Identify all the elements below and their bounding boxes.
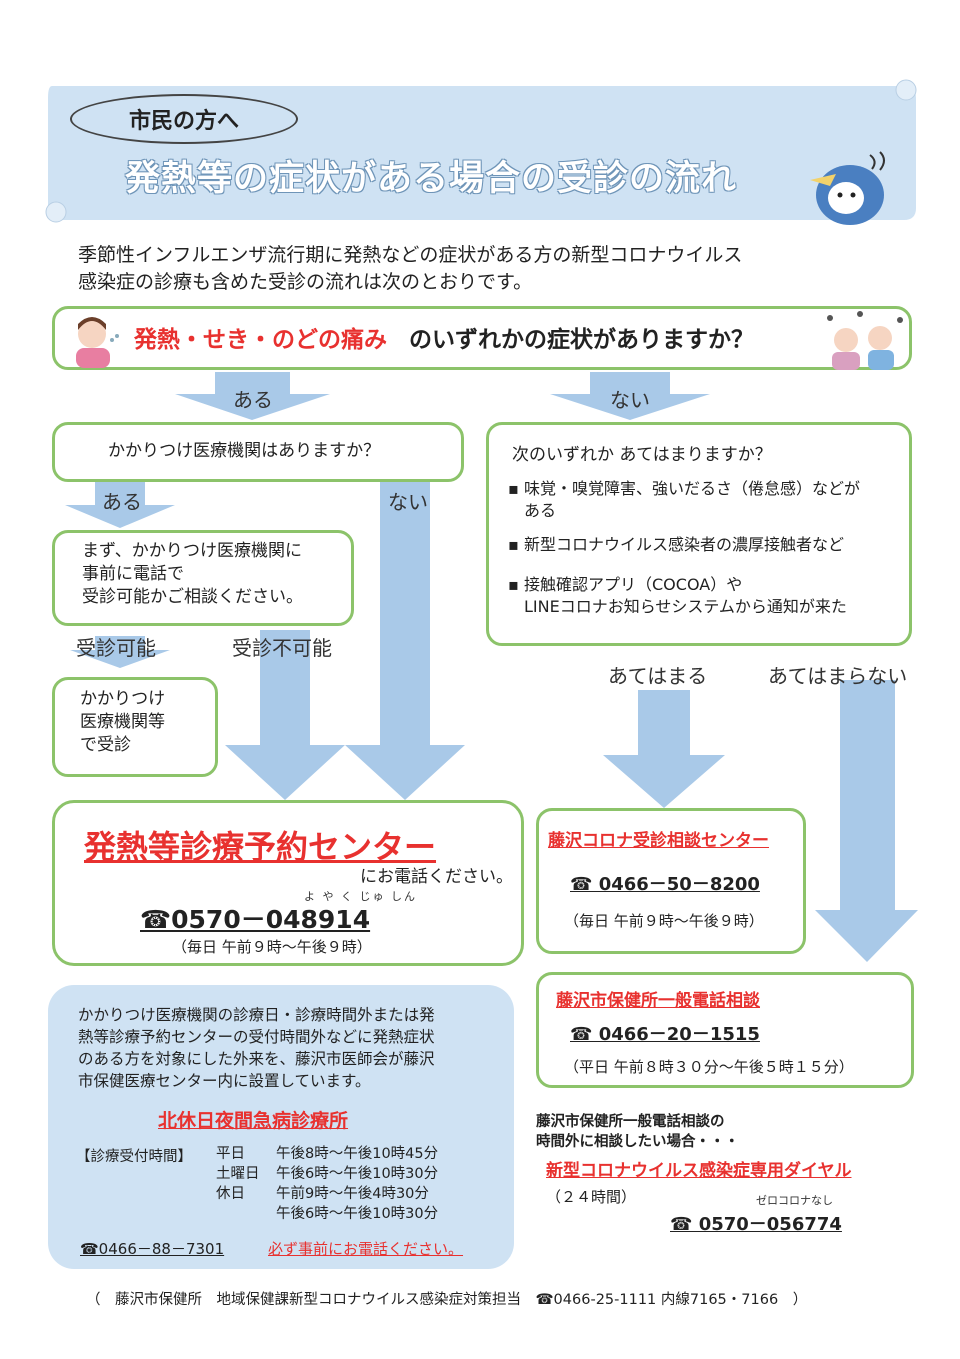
label-yes: ある bbox=[233, 388, 273, 412]
condition-line: 味覚・嗅覚障害、強いだるさ（倦怠感）などが bbox=[524, 479, 861, 498]
hours-time: 午後8時～午後10時45分 bbox=[276, 1146, 439, 1162]
description-line: かかりつけ医療機関の診療日・診療時間外または発 bbox=[78, 1006, 435, 1024]
advice-line: 受診可能かご相談ください。 bbox=[82, 587, 303, 607]
condition-item: ▪ 新型コロナウイルス感染者の濃厚接触者など bbox=[508, 535, 845, 554]
corona-center-box bbox=[536, 808, 806, 954]
advice-line: 事前に電話で bbox=[82, 564, 184, 584]
health-office-phone[interactable]: ☎ 0466－20－1515 bbox=[570, 1024, 760, 1045]
night-clinic-name: 北休日夜間急病診療所 bbox=[158, 1110, 349, 1132]
hours-day: 土曜日 bbox=[216, 1166, 260, 1182]
clinic-question-box bbox=[52, 422, 464, 482]
night-clinic-hours-table: 平日午後8時～午後10時45分 土曜日午後6時～午後10時30分 休日午前9時～… bbox=[216, 1144, 438, 1224]
condition-line: LINEコロナお知らせシステムから通知が来た bbox=[524, 597, 847, 616]
corona-center-hours: （毎日 午前９時～午後９時） bbox=[564, 912, 764, 930]
after-hours-line: 時間外に相談したい場合・・・ bbox=[536, 1134, 739, 1150]
night-clinic-panel bbox=[48, 985, 514, 1269]
condition-line: 新型コロナウイルス感染者の濃厚接触者など bbox=[524, 535, 845, 554]
symptom-question-box bbox=[52, 306, 912, 370]
label-can-visit: 受診可能 bbox=[76, 636, 156, 660]
condition-line: 接触確認アプリ（COCOA）や bbox=[524, 575, 743, 594]
hours-row: 平日 午後8時～午後10時45分 bbox=[216, 1144, 438, 1164]
audience-tag: 市民の方へ bbox=[70, 94, 298, 144]
symptom-question-text: のいずれかの症状がありますか？ bbox=[409, 327, 755, 353]
hours-day: 平日 bbox=[216, 1146, 245, 1162]
label-no-clinic: ない bbox=[388, 490, 428, 514]
fever-center-name: 発熱等診療予約センター bbox=[84, 828, 437, 866]
symptom-list: 発熱・せき・のどの痛み bbox=[134, 327, 387, 353]
description-line: のある方を対象にした外来を、藤沢市医師会が藤沢 bbox=[78, 1050, 435, 1068]
hours-row: 土曜日午後6時～午後10時30分 bbox=[216, 1164, 438, 1184]
fever-center-call: にお電話ください。 bbox=[360, 867, 513, 887]
hours-day: 休日 bbox=[216, 1186, 245, 1202]
fever-center-phone[interactable]: ☎0570－048914 bbox=[140, 905, 371, 934]
hours-time: 午前9時～午後4時30分 bbox=[276, 1186, 429, 1202]
intro-line: 季節性インフルエンザ流行期に発熱などの症状がある方の新型コロナウイルス bbox=[78, 244, 743, 266]
covid-dial-name: 新型コロナウイルス感染症専用ダイヤル bbox=[546, 1161, 852, 1181]
hours-row: 休日 午前9時～午後4時30分 bbox=[216, 1184, 438, 1204]
condition-question: 次のいずれか あてはまりますか？ bbox=[512, 445, 772, 465]
label-no: ない bbox=[610, 388, 650, 412]
advice-text: まず、かかりつけ医療機関に 事前に電話で 受診可能かご相談ください。 bbox=[82, 540, 303, 609]
label-applies: あてはまる bbox=[608, 664, 708, 688]
after-hours-intro: 藤沢市保健所一般電話相談の 時間外に相談したい場合・・・ bbox=[536, 1112, 739, 1152]
hours-day bbox=[216, 1204, 276, 1224]
health-office-hours: （平日 午前８時３０分～午後５時１５分） bbox=[564, 1058, 854, 1076]
advice-line: まず、かかりつけ医療機関に bbox=[82, 541, 302, 561]
visit-clinic-text: かかりつけ 医療機関等 で受診 bbox=[80, 688, 165, 757]
night-clinic-hours-label: 【診療受付時間】 bbox=[76, 1149, 192, 1165]
page-title: 発熱等の症状がある場合の受診の流れ bbox=[125, 159, 738, 199]
hours-row: 午後6時～午後10時30分 bbox=[216, 1204, 438, 1224]
health-office-box bbox=[536, 972, 914, 1088]
visit-line: 医療機関等 bbox=[80, 712, 165, 732]
corona-center-name: 藤沢コロナ受診相談センター bbox=[548, 831, 769, 851]
after-hours-line: 藤沢市保健所一般電話相談の bbox=[536, 1114, 725, 1130]
night-clinic-description: かかりつけ医療機関の診療日・診療時間外または発 熱等診療予約センターの受付時間外… bbox=[78, 1004, 508, 1092]
coughing-person-illustration bbox=[76, 317, 119, 368]
visit-clinic-box bbox=[52, 677, 218, 777]
fever-center-ruby: よ や く じゅ しん bbox=[304, 890, 417, 903]
condition-list: ▪ 味覚・嗅覚障害、強いだるさ（倦怠感）などが ある ▪ 新型コロナウイルス感染… bbox=[508, 478, 904, 618]
condition-item: ▪ 味覚・嗅覚障害、強いだるさ（倦怠感）などが ある bbox=[508, 479, 861, 520]
covid-dial-hours: （２４時間） bbox=[546, 1188, 637, 1206]
advice-box bbox=[52, 530, 354, 626]
fever-center-hours: （毎日 午前９時～午後９時） bbox=[172, 938, 372, 956]
description-line: 市保健医療センター内に設置しています。 bbox=[78, 1072, 371, 1090]
label-not-applies: あてはまらない bbox=[768, 664, 908, 688]
condition-question-box bbox=[486, 422, 912, 646]
visit-line: かかりつけ bbox=[80, 689, 166, 709]
condition-line: ある bbox=[524, 501, 557, 520]
clinic-question: かかりつけ医療機関はありますか？ bbox=[108, 441, 381, 461]
label-cannot-visit: 受診不可能 bbox=[232, 636, 332, 660]
covid-dial-phone[interactable]: ☎ 0570－056774 bbox=[670, 1214, 842, 1235]
label-yes-clinic: ある bbox=[102, 490, 142, 514]
fever-center-box bbox=[52, 800, 524, 966]
condition-item: ▪ 接触確認アプリ（COCOA）や LINEコロナお知らせシステムから通知が来た bbox=[508, 575, 847, 616]
hours-time: 午後6時～午後10時30分 bbox=[276, 1206, 439, 1222]
hours-time: 午後6時～午後10時30分 bbox=[276, 1166, 439, 1182]
sick-mascot-illustration bbox=[810, 151, 885, 225]
covid-dial-ruby: ゼロコロナなし bbox=[756, 1194, 833, 1207]
visit-line: で受診 bbox=[80, 735, 131, 755]
intro-line: 感染症の診療も含めた受診の流れは次のとおりです。 bbox=[78, 271, 533, 293]
night-clinic-note: 必ず事前にお電話ください。 bbox=[268, 1240, 464, 1258]
sick-people-illustration bbox=[827, 311, 903, 370]
night-clinic-phone[interactable]: ☎0466－88－7301 bbox=[80, 1240, 225, 1258]
corona-center-phone[interactable]: ☎ 0466－50－8200 bbox=[570, 874, 760, 895]
footer-contact: （ 藤沢市保健所 地域保健課新型コロナウイルス感染症対策担当 ☎0466-25-… bbox=[86, 1292, 808, 1308]
description-line: 熱等診療予約センターの受付時間外などに発熱症状 bbox=[78, 1028, 435, 1046]
symptom-question: 発熱・せき・のどの痛み のいずれかの症状がありますか？ bbox=[134, 320, 754, 354]
health-office-name: 藤沢市保健所一般電話相談 bbox=[556, 991, 760, 1011]
intro-text: 季節性インフルエンザ流行期に発熱などの症状がある方の新型コロナウイルス 感染症の… bbox=[78, 242, 898, 296]
